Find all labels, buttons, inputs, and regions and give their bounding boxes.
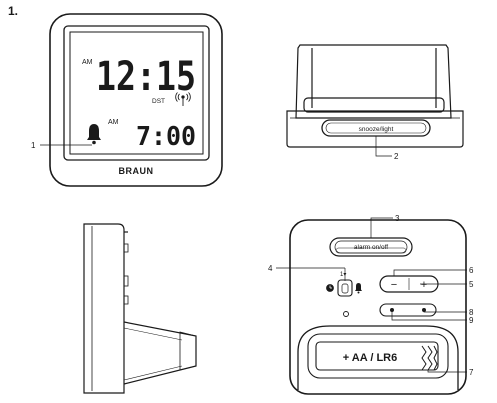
callout-5: 5 — [469, 280, 474, 289]
small-bell-icon — [355, 283, 362, 294]
brand-logo: BRAUN — [119, 166, 154, 176]
back-case — [289, 219, 467, 395]
bell-icon — [87, 124, 101, 145]
callout-leaders — [276, 217, 467, 373]
battery-slot — [307, 333, 449, 379]
callout-8: 8 — [469, 308, 474, 317]
radio-signal-icon — [175, 92, 191, 106]
stand-projection — [123, 321, 197, 385]
base — [286, 110, 464, 148]
small-button-pair[interactable] — [379, 303, 437, 317]
callout-1: 1 — [31, 141, 36, 150]
alarm-switch-label: alarm on/off — [354, 244, 388, 251]
reset-hole-left[interactable] — [390, 308, 394, 312]
rear-side-view: snooze/light 2 — [286, 44, 464, 161]
battery-label: + AA / LR6 — [343, 352, 398, 364]
callout-2-leader — [375, 136, 392, 157]
tiny-hole — [343, 311, 349, 317]
battery-door[interactable] — [297, 325, 459, 390]
front-view: AM 12:15 DST AM 7:00 BRAUN 1 — [31, 13, 223, 187]
upper-body — [295, 44, 452, 119]
snooze-label: snooze/light — [359, 126, 394, 133]
battery — [315, 341, 439, 371]
plus-symbol: + — [421, 279, 427, 291]
callout-2: 2 — [394, 152, 399, 161]
callout-9: 9 — [469, 316, 474, 325]
callout-7: 7 — [469, 368, 474, 377]
profile-body — [83, 223, 125, 394]
battery-spring — [421, 345, 438, 371]
front-case — [49, 13, 223, 187]
callout-3: 3 — [395, 214, 400, 223]
back-view: alarm on/off 1▾ − + + AA / LR6 — [268, 214, 474, 395]
step-number: 1. — [8, 4, 19, 18]
alarm-display: 7:00 — [136, 122, 196, 152]
time-ampm: AM — [82, 59, 93, 66]
dst-label: DST — [152, 98, 165, 105]
alarm-ampm: AM — [108, 119, 119, 126]
minus-symbol: − — [391, 279, 397, 291]
side-profile-view — [83, 223, 197, 394]
lcd-bezel — [63, 25, 210, 161]
time-display: 12:15 — [96, 54, 196, 100]
callout-4: 4 — [268, 264, 273, 273]
lcd-screen — [69, 31, 204, 155]
switch-position-mark: 1▾ — [340, 272, 346, 278]
mode-switch[interactable] — [337, 279, 353, 297]
clock-icon — [326, 284, 334, 292]
callout-6: 6 — [469, 266, 474, 275]
